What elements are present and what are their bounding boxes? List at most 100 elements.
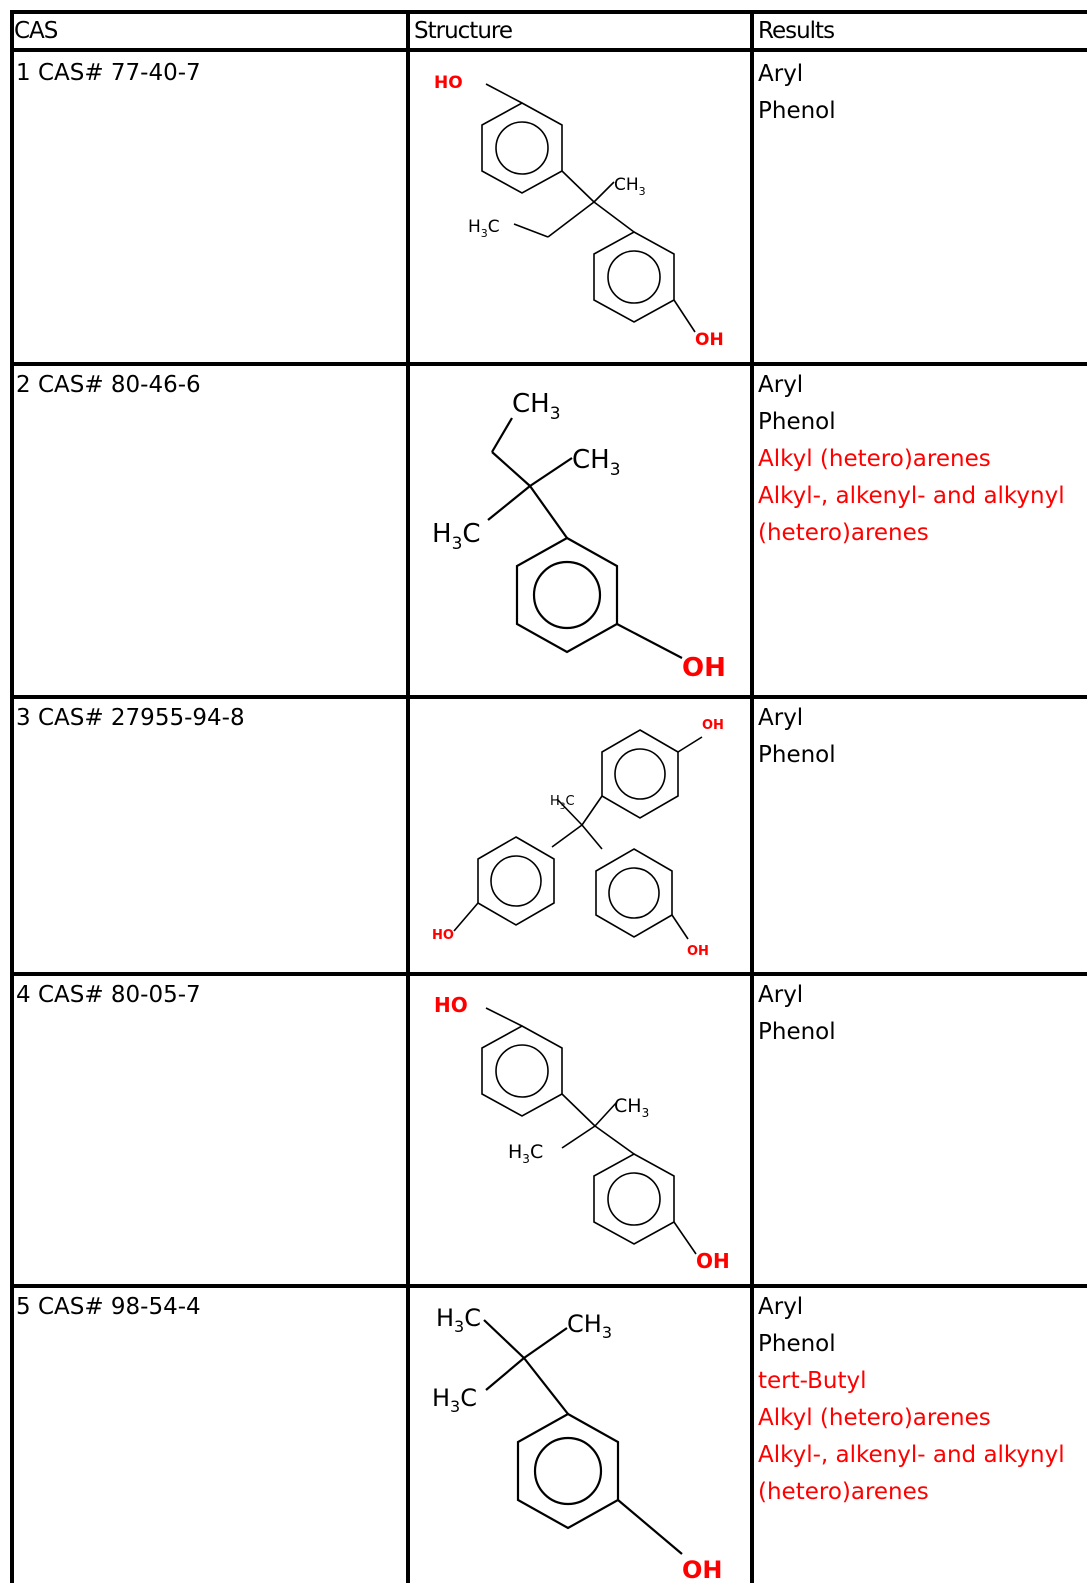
methyl-label: H3C (432, 519, 481, 554)
column-divider (406, 10, 410, 1583)
bond (594, 1101, 618, 1127)
aromatic-circle (608, 867, 660, 919)
bond (487, 485, 531, 521)
molecule-drawing: H3C CH3 H3C OH (432, 1304, 723, 1583)
methyl-label: H3C (468, 217, 500, 240)
aromatic-circle (495, 1044, 549, 1098)
aromatic-circle (607, 1172, 661, 1226)
hydroxyl-label: HO (434, 993, 468, 1017)
result-item-flagged: (hetero)arenes (758, 1479, 929, 1505)
result-item-flagged: (hetero)arenes (758, 520, 929, 546)
result-item-flagged: tert-Butyl (758, 1368, 867, 1394)
molecule-drawing: CH3 CH3 H3C OH (432, 389, 726, 683)
methyl-label: CH3 (572, 445, 621, 480)
bond (561, 170, 595, 203)
benzene-ring (515, 536, 619, 654)
benzene-ring (593, 1153, 675, 1245)
result-item: Phenol (758, 742, 836, 768)
result-item: Aryl (758, 1294, 804, 1320)
column-divider (750, 10, 754, 1583)
bond (561, 1125, 596, 1149)
result-item: Aryl (758, 372, 804, 398)
benzene-ring (593, 231, 675, 323)
structure-image: HO OH CH3 H3C (412, 52, 750, 362)
table-border-left (10, 10, 14, 1583)
row-divider (10, 972, 1087, 976)
bond (673, 299, 696, 333)
structure-image: OH HO OH H3C (412, 699, 750, 972)
structure-image: H3C CH3 H3C OH (412, 1288, 750, 1583)
cas-number: 1 CAS# 77-40-7 (16, 60, 201, 86)
bond (677, 736, 703, 753)
molecule-drawing: HO OH CH3 H3C (434, 73, 724, 350)
methyl-label: CH3 (567, 1310, 612, 1342)
aromatic-circle (533, 1436, 603, 1506)
benzene-ring (595, 848, 673, 938)
bond (673, 1221, 697, 1255)
bond (483, 1319, 525, 1359)
molecule-drawing: OH HO OH H3C (432, 718, 724, 959)
bond (523, 1327, 568, 1359)
methyl-label: H3C (432, 1384, 477, 1416)
bond (551, 824, 583, 848)
bond (491, 417, 513, 453)
row-divider (10, 695, 1087, 699)
bond (513, 223, 549, 238)
benzene-ring (481, 102, 563, 194)
bond (581, 795, 603, 826)
bond (485, 1007, 523, 1027)
result-list: Aryl Phenol (758, 977, 836, 1051)
hydroxyl-label: OH (695, 330, 724, 350)
molecule-drawing: HO OH CH3 H3C (434, 993, 730, 1273)
methyl-label: H3C (550, 794, 575, 812)
bond (453, 902, 479, 932)
row-divider (10, 362, 1087, 366)
methyl-label: CH3 (614, 175, 646, 198)
benzene-ring (477, 836, 555, 926)
result-item: Phenol (758, 1019, 836, 1045)
hydroxyl-label: OH (687, 944, 709, 959)
hydroxyl-label: HO (432, 928, 454, 943)
methyl-label: CH3 (614, 1095, 649, 1120)
bond (491, 451, 531, 487)
result-item: Phenol (758, 98, 836, 124)
result-list: Aryl Phenol (758, 56, 836, 130)
cas-number: 5 CAS# 98-54-4 (16, 1294, 201, 1320)
result-item-flagged: Alkyl (hetero)arenes (758, 446, 991, 472)
bond (523, 1357, 569, 1415)
result-list: Aryl Phenol tert-Butyl Alkyl (hetero)are… (758, 1289, 1065, 1511)
aromatic-circle (607, 250, 661, 304)
result-item: Phenol (758, 409, 836, 435)
bond (593, 201, 635, 233)
bond (594, 1125, 635, 1155)
cas-number: 2 CAS# 80-46-6 (16, 372, 201, 398)
benzene-ring (481, 1025, 563, 1117)
methyl-label: CH3 (512, 389, 561, 424)
aromatic-circle (614, 748, 666, 800)
aromatic-circle (495, 121, 549, 175)
result-item-flagged: Alkyl-, alkenyl- and alkynyl (758, 483, 1065, 509)
aromatic-circle (490, 855, 542, 907)
table-border-top (10, 10, 1087, 14)
result-list: Aryl Phenol Alkyl (hetero)arenes Alkyl-,… (758, 367, 1065, 552)
hydroxyl-label: OH (702, 718, 724, 733)
header-cas: CAS (14, 18, 58, 44)
methyl-label: H3C (508, 1141, 543, 1166)
hydroxyl-label: OH (682, 1556, 723, 1583)
result-item: Aryl (758, 982, 804, 1008)
bond (671, 914, 689, 940)
structure-image: HO OH CH3 H3C (412, 976, 750, 1284)
cas-number: 4 CAS# 80-05-7 (16, 982, 201, 1008)
bond (556, 798, 583, 826)
methyl-label: H3C (436, 1304, 481, 1336)
result-item: Aryl (758, 705, 804, 731)
result-item: Aryl (758, 61, 804, 87)
bond (616, 623, 683, 659)
result-list: Aryl Phenol (758, 700, 836, 774)
result-item-flagged: Alkyl (hetero)arenes (758, 1405, 991, 1431)
result-item-flagged: Alkyl-, alkenyl- and alkynyl (758, 1442, 1065, 1468)
bond (485, 83, 523, 104)
row-divider (10, 1284, 1087, 1288)
header-results: Results (758, 18, 835, 44)
